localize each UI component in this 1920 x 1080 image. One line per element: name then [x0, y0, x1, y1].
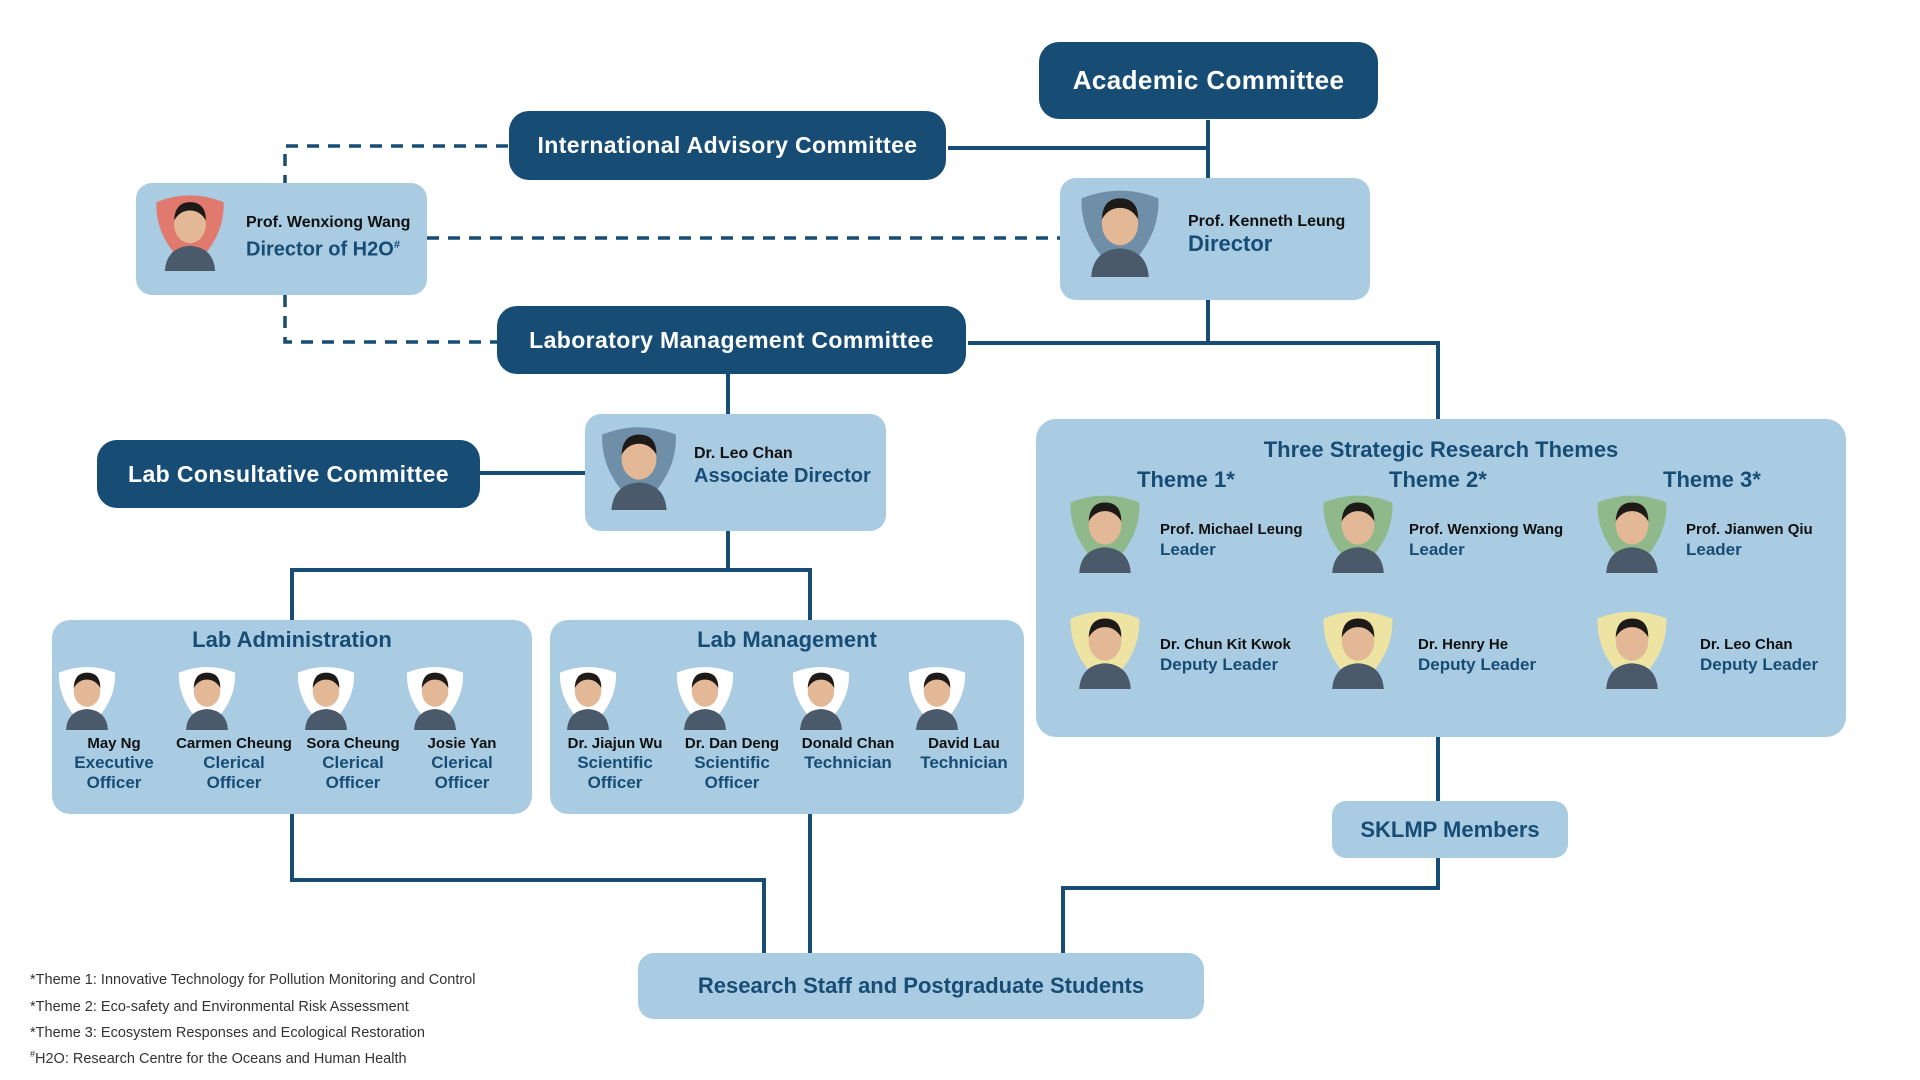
connector-director-themes: [1208, 341, 1440, 419]
portrait-wenxiong-wang: [148, 187, 232, 271]
connector-director-lmc: [968, 300, 1210, 345]
connector-sklmp-research: [1061, 858, 1440, 953]
laboratory-management-committee-label: Laboratory Management Committee: [529, 326, 934, 353]
research-staff-label: Research Staff and Postgraduate Students: [697, 973, 1145, 998]
person-role: Deputy Leader: [1700, 655, 1819, 674]
sklmp-members-box: SKLMP Members: [1332, 801, 1568, 858]
h2o-mark: #: [393, 239, 400, 251]
member-sora-cheung: Sora Cheung Clerical Officer: [291, 660, 415, 793]
portrait-sora-cheung: [291, 660, 415, 730]
member-carmen-cheung: Carmen Cheung Clerical Officer: [172, 660, 296, 793]
person-name: Dr. Chun Kit Kwok: [1160, 636, 1291, 653]
connector-admin-research: [290, 814, 766, 953]
member-role: Clerical Officer: [431, 753, 493, 792]
theme-2-label: Theme 2*: [1389, 467, 1487, 492]
person-name: Prof. Wenxiong Wang: [1409, 521, 1564, 538]
member-jiajun-wu: Dr. Jiajun Wu Scientific Officer: [553, 660, 677, 793]
portrait-leo-chan: [593, 418, 685, 510]
member-name: David Lau: [928, 735, 1000, 752]
portrait-henry-he: [1315, 603, 1401, 689]
associate-director-card: Dr. Leo Chan Associate Director: [585, 414, 886, 531]
footnote-theme-2: *Theme 2: Eco-safety and Environmental R…: [30, 998, 409, 1015]
portrait-david-lau: [902, 660, 1026, 730]
member-role: Executive Officer: [74, 753, 154, 792]
theme-1-label: Theme 1*: [1137, 467, 1235, 492]
member-role: Scientific Officer: [577, 753, 653, 792]
portrait-leo-chan-theme: [1589, 603, 1675, 689]
dashed-h2o-lmc: [283, 295, 497, 344]
member-role: Clerical Officer: [322, 753, 384, 792]
research-staff-box: Research Staff and Postgraduate Students: [638, 953, 1204, 1019]
lab-administration-box: Lab Administration May Ng Executive Offi…: [52, 620, 532, 814]
h2o-director-card: Prof. Wenxiong Wang Director of H2O#: [136, 183, 427, 295]
lab-administration-title: Lab Administration: [192, 627, 392, 652]
person-role: Leader: [1686, 540, 1742, 559]
person-role: Associate Director: [694, 465, 871, 487]
research-themes-title: Three Strategic Research Themes: [1263, 437, 1619, 462]
person-name: Dr. Leo Chan: [1700, 636, 1793, 653]
academic-committee-box: Academic Committee: [1039, 42, 1378, 119]
portrait-jianwen-qiu: [1589, 487, 1675, 573]
portrait-jiajun-wu: [553, 660, 677, 730]
person-name: Prof. Wenxiong Wang: [246, 214, 411, 231]
dashed-international-h2o: [283, 144, 508, 183]
person-name: Prof. Michael Leung: [1160, 521, 1303, 538]
member-dan-deng: Dr. Dan Deng Scientific Officer: [670, 660, 794, 793]
member-david-lau: David Lau Technician: [902, 660, 1026, 773]
person-name: Prof. Jianwen Qiu: [1686, 521, 1813, 538]
sklmp-members-label: SKLMP Members: [1360, 816, 1540, 842]
member-role: Technician: [804, 753, 892, 772]
member-name: Dr. Dan Deng: [684, 735, 780, 752]
member-name: Donald Chan: [801, 735, 895, 752]
member-josie-yan: Josie Yan Clerical Officer: [400, 660, 524, 793]
person-role: Director of H2O#: [246, 238, 400, 261]
portrait-josie-yan: [400, 660, 524, 730]
footnote-theme-1: *Theme 1: Innovative Technology for Poll…: [30, 971, 476, 988]
lab-management-box: Lab Management Dr. Jiajun Wu Scientific …: [550, 620, 1024, 814]
member-name: May Ng: [87, 735, 141, 752]
international-advisory-committee-box: International Advisory Committee: [509, 111, 946, 180]
connector-associate-groups: [290, 531, 812, 620]
portrait-donald-chan: [786, 660, 910, 730]
lab-consultative-committee-label: Lab Consultative Committee: [128, 460, 449, 487]
person-name: Dr. Henry He: [1418, 636, 1509, 653]
footnote-theme-3: *Theme 3: Ecosystem Responses and Ecolog…: [30, 1024, 425, 1041]
portrait-may-ng: [52, 660, 176, 730]
member-name: Carmen Cheung: [176, 735, 292, 752]
member-name: Dr. Jiajun Wu: [567, 735, 663, 752]
director-card: Prof. Kenneth Leung Director: [1060, 178, 1370, 300]
portrait-carmen-cheung: [172, 660, 296, 730]
person-role: Deputy Leader: [1160, 655, 1279, 674]
lab-management-title: Lab Management: [697, 627, 877, 652]
portrait-chun-kit-kwok: [1062, 603, 1148, 689]
portrait-dan-deng: [670, 660, 794, 730]
portrait-wenxiong-wang-theme: [1315, 487, 1401, 573]
person-name: Dr. Leo Chan: [694, 445, 793, 462]
person-role: Deputy Leader: [1418, 655, 1537, 674]
member-role: Technician: [920, 753, 1008, 772]
person-role: Director: [1188, 231, 1273, 256]
footnote-h2o: #H2O: Research Centre for the Oceans and…: [30, 1049, 407, 1067]
person-role: Leader: [1409, 540, 1465, 559]
member-donald-chan: Donald Chan Technician: [786, 660, 910, 773]
academic-committee-label: Academic Committee: [1072, 65, 1345, 95]
member-name: Sora Cheung: [306, 735, 400, 752]
member-role: Scientific Officer: [694, 753, 770, 792]
laboratory-management-committee-box: Laboratory Management Committee: [497, 306, 966, 374]
person-role: Leader: [1160, 540, 1216, 559]
lab-consultative-committee-box: Lab Consultative Committee: [97, 440, 480, 508]
research-themes-box: Three Strategic Research Themes Theme 1*…: [1036, 419, 1846, 737]
theme-3-label: Theme 3*: [1663, 467, 1761, 492]
member-may-ng: May Ng Executive Officer: [52, 660, 176, 793]
member-role: Clerical Officer: [203, 753, 265, 792]
portrait-kenneth-leung: [1072, 181, 1168, 277]
portrait-michael-leung: [1062, 487, 1148, 573]
person-name: Prof. Kenneth Leung: [1188, 213, 1346, 230]
international-advisory-committee-label: International Advisory Committee: [537, 132, 918, 158]
member-name: Josie Yan: [427, 735, 497, 752]
